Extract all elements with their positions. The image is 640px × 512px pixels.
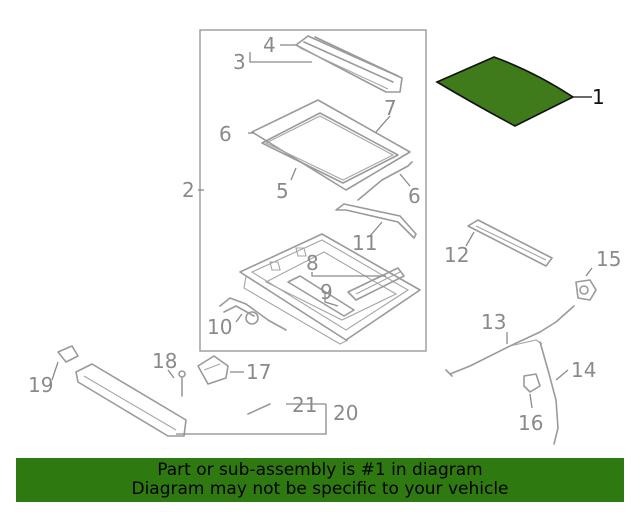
- banner-line-2: Diagram may not be specific to your vehi…: [131, 479, 509, 499]
- callout-17[interactable]: 17: [246, 360, 271, 384]
- callout-21[interactable]: 21: [292, 393, 317, 417]
- callout-16[interactable]: 16: [518, 411, 543, 435]
- leader-lines: [51, 44, 593, 435]
- callout-12[interactable]: 12: [444, 243, 469, 267]
- callout-4[interactable]: 4: [263, 33, 276, 57]
- part-17-bracket[interactable]: [197, 355, 229, 385]
- part-12-bracket[interactable]: [467, 219, 553, 267]
- callout-11[interactable]: 11: [352, 231, 377, 255]
- part-21-pin[interactable]: [247, 403, 271, 415]
- callout-5[interactable]: 5: [276, 179, 289, 203]
- part-16-clip[interactable]: [523, 373, 541, 393]
- part-1-glass-panel[interactable]: [435, 56, 575, 127]
- part-3-4-deflector[interactable]: [295, 35, 403, 93]
- callout-6a[interactable]: 6: [219, 122, 232, 146]
- callout-18[interactable]: 18: [152, 349, 177, 373]
- callout-labels: 1 2 3 4 5 6 6 7 8 9 10 11 12 13 14 15 16…: [28, 33, 621, 435]
- part-6-drain-strip[interactable]: [357, 161, 413, 201]
- callout-20[interactable]: 20: [333, 401, 358, 425]
- part-10-motor[interactable]: [219, 297, 287, 331]
- part-11-rail[interactable]: [335, 203, 417, 239]
- part-5-inner-seal[interactable]: [261, 112, 399, 184]
- callout-10[interactable]: 10: [207, 315, 232, 339]
- part-15-grommet[interactable]: [575, 279, 597, 301]
- callout-8[interactable]: 8: [306, 251, 319, 275]
- callout-13[interactable]: 13: [481, 310, 506, 334]
- banner-line-1: Part or sub-assembly is #1 in diagram: [157, 460, 483, 480]
- part-13-drain-hose[interactable]: [449, 305, 575, 375]
- part-20-trim[interactable]: [75, 363, 187, 437]
- part-18-screw[interactable]: [178, 370, 186, 397]
- callout-1[interactable]: 1: [592, 85, 605, 109]
- info-banner: Part or sub-assembly is #1 in diagram Di…: [16, 458, 624, 502]
- assembly-group-box: [199, 29, 427, 352]
- callout-6b[interactable]: 6: [408, 184, 421, 208]
- callout-2[interactable]: 2: [182, 178, 195, 202]
- callout-14[interactable]: 14: [571, 358, 596, 382]
- part-14-drain-hose[interactable]: [539, 341, 559, 445]
- callout-19[interactable]: 19: [28, 373, 53, 397]
- callout-9[interactable]: 9: [320, 280, 333, 304]
- callout-3[interactable]: 3: [233, 50, 246, 74]
- callout-7[interactable]: 7: [384, 96, 397, 120]
- part-7-outer-seal[interactable]: [251, 99, 411, 191]
- callout-15[interactable]: 15: [596, 247, 621, 271]
- part-19-stopper[interactable]: [57, 345, 79, 363]
- sunroof-frame[interactable]: [239, 233, 421, 345]
